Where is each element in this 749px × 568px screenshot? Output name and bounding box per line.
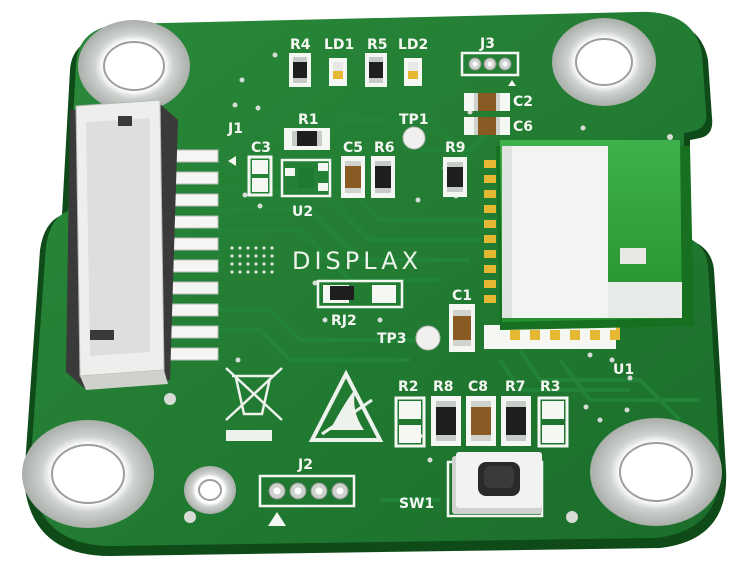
label-ld2: LD2 — [398, 37, 428, 53]
label-c5: C5 — [343, 140, 363, 156]
capacitor-c2 — [464, 93, 510, 111]
resistor-r3 — [537, 396, 569, 448]
label-r8: R8 — [433, 379, 454, 395]
label-r3: R3 — [540, 379, 561, 395]
mounting-hole-bottom-left — [22, 420, 154, 528]
label-c1: C1 — [452, 288, 472, 304]
ic-u2 — [280, 158, 332, 198]
mounting-hole-top-right — [552, 18, 656, 106]
label-c8: C8 — [468, 379, 488, 395]
testpoint-tp1 — [402, 126, 426, 150]
resistor-r2 — [394, 396, 426, 448]
header-j3 — [460, 51, 520, 86]
mounting-hole-bottom-right — [590, 418, 722, 526]
resistor-r4 — [289, 53, 311, 87]
label-j1: J1 — [227, 121, 243, 137]
label-tp1: TP1 — [399, 112, 429, 128]
testpoint-tp3 — [415, 325, 441, 351]
label-tp3: TP3 — [377, 331, 407, 347]
module-u1 — [484, 140, 694, 349]
connector-j1 — [66, 99, 219, 390]
led-ld1 — [329, 58, 347, 86]
jumper-rj2 — [316, 279, 404, 309]
mounting-hole-small — [184, 466, 236, 514]
label-u2: U2 — [292, 204, 313, 220]
led-ld2 — [404, 58, 422, 86]
label-c2: C2 — [513, 94, 533, 110]
resistor-r9 — [443, 157, 467, 197]
capacitor-c1 — [449, 304, 475, 352]
label-j3: J3 — [479, 36, 495, 52]
resistor-r7 — [501, 396, 531, 446]
mounting-hole-top-left — [78, 20, 190, 112]
switch-sw1 — [446, 452, 544, 518]
label-c3: C3 — [251, 140, 271, 156]
displax-logo: DISPLAX — [292, 247, 422, 275]
weee-bin-icon — [225, 367, 283, 441]
label-r7: R7 — [505, 379, 526, 395]
capacitor-c6 — [464, 117, 510, 135]
esd-warning-icon — [308, 369, 384, 442]
label-r9: R9 — [445, 140, 466, 156]
capacitor-c5 — [341, 156, 365, 198]
header-j2 — [258, 474, 356, 526]
label-r4: R4 — [290, 37, 311, 53]
label-c6: C6 — [513, 119, 533, 135]
resistor-r8 — [431, 396, 461, 446]
label-sw1: SW1 — [399, 496, 434, 512]
label-rj2: RJ2 — [331, 313, 357, 329]
capacitor-c3 — [247, 155, 273, 197]
capacitor-c8 — [466, 396, 496, 446]
resistor-r5 — [365, 53, 387, 87]
label-ld1: LD1 — [324, 37, 354, 53]
label-u1: U1 — [613, 362, 634, 378]
j1-pin1-marker — [228, 156, 236, 166]
label-r2: R2 — [398, 379, 419, 395]
resistor-r6 — [371, 156, 395, 198]
label-r1: R1 — [298, 112, 319, 128]
label-j2: J2 — [297, 457, 313, 473]
logo-dot-grid — [230, 246, 274, 274]
label-r6: R6 — [374, 140, 395, 156]
resistor-r1 — [284, 128, 330, 150]
label-r5: R5 — [367, 37, 388, 53]
